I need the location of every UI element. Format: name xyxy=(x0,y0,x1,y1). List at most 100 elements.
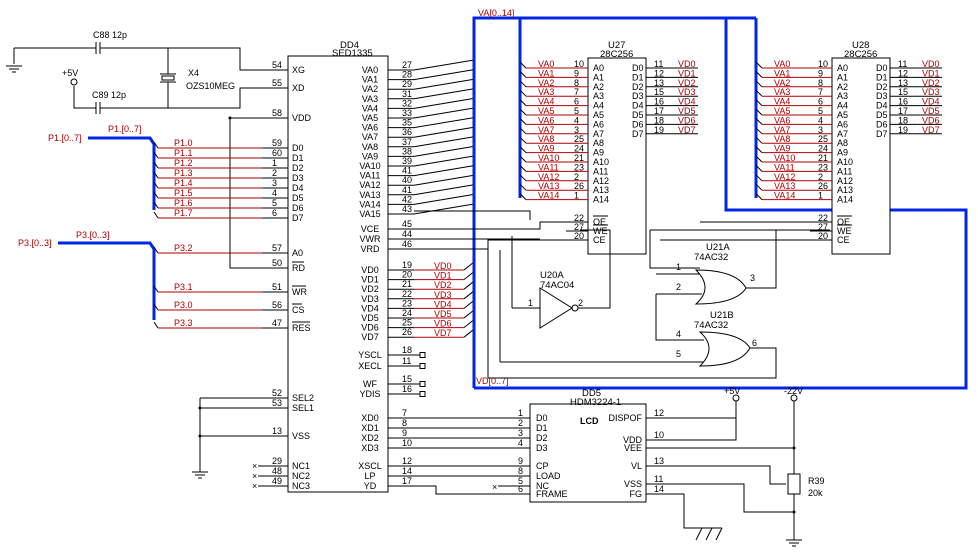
dd4-pin-num: 24 xyxy=(402,308,412,318)
ram-data-pin-num: 17 xyxy=(898,106,908,116)
dd4-pin-name: VD6 xyxy=(361,323,379,333)
u20a-ref: U20A xyxy=(540,270,564,281)
dd4-pin-num: 46 xyxy=(402,239,412,249)
ram-addr-net: VA11 xyxy=(774,162,795,172)
ram-addr-pin-num: 3 xyxy=(818,125,823,135)
ram-ctrl-pin-num: 27 xyxy=(818,222,828,232)
ram-addr-net: VA5 xyxy=(774,106,790,116)
ram-bus-entry xyxy=(519,99,527,106)
ram-addr-net: VA9 xyxy=(774,144,790,154)
dd5-pin-num: 13 xyxy=(654,456,664,466)
ram-ctrl-pin-num: 27 xyxy=(574,222,584,232)
ram-addr-net: VA6 xyxy=(774,115,790,125)
r39-value: 20k xyxy=(808,488,823,498)
ram-addr-net: VA12 xyxy=(774,172,795,182)
ram-data-pin-name: D4 xyxy=(876,101,888,111)
ram-addr-pin-name: A9 xyxy=(593,148,604,158)
dd4-pin-name: VA9 xyxy=(362,151,378,161)
dd5-pin-name: FRAME xyxy=(536,489,568,499)
ram-addr-net: VA9 xyxy=(538,144,554,154)
dd4-pin-num: 25 xyxy=(402,318,412,328)
dd4-pin-num: 12 xyxy=(402,456,412,466)
ram-addr-pin-num: 26 xyxy=(574,181,584,191)
ram-data-pin-num: 18 xyxy=(654,115,664,125)
ram-addr-net: VA5 xyxy=(538,106,554,116)
dd4-pin-name: VA0 xyxy=(362,65,378,75)
dd4-pin-num: 47 xyxy=(272,318,282,328)
p-net-wires: P1.0P1.1P1.2P1.3P1.4P1.5P1.6P1.7P3.2P3.1… xyxy=(153,138,262,329)
dd4-pin-num: 50 xyxy=(272,258,282,268)
ram-addr-pin-num: 7 xyxy=(818,87,823,97)
ram-ctrl-pin-name: WE xyxy=(593,226,608,236)
ram-ctrl-pin-name: WE xyxy=(837,226,852,236)
ram-addr-net: VA14 xyxy=(774,191,795,201)
ram-data-pin-num: 15 xyxy=(654,87,664,97)
dd5-pin-num: 8 xyxy=(518,466,523,476)
ram-ctrl-pin-num: 20 xyxy=(574,231,584,241)
dd4-ground-section: ××× xyxy=(192,397,262,491)
ram-addr-net: VA2 xyxy=(538,78,554,88)
ram-addr-pin-name: A2 xyxy=(837,82,848,92)
c88-label: C88 12p xyxy=(93,30,127,40)
p-bus-entry xyxy=(153,303,159,311)
dd4-pin-name: VA15 xyxy=(359,209,380,219)
dd4-pin-num: 57 xyxy=(272,243,282,253)
ram-addr-pin-name: A2 xyxy=(593,82,604,92)
svg-text:×: × xyxy=(252,461,257,471)
dd5-pin-name: D2 xyxy=(536,433,548,443)
dd4-pin-num: 44 xyxy=(402,229,412,239)
dd4-pin-num: 8 xyxy=(402,418,407,428)
ram-addr-pin-name: A11 xyxy=(593,166,608,176)
p-bus-entry xyxy=(153,246,159,254)
dd4-pin-num: 9 xyxy=(402,428,407,438)
x4-label: X4 xyxy=(188,68,199,78)
va-bus-entry xyxy=(413,174,475,186)
dd4-pin-name: D5 xyxy=(292,193,304,203)
p-net-label: P1.5 xyxy=(174,188,193,198)
ram-data-net: VD0 xyxy=(678,59,696,69)
dd4-pin-name: XD0 xyxy=(361,413,379,423)
ram-addr-pin-num: 8 xyxy=(818,78,823,88)
ram-bus-entry xyxy=(519,193,527,200)
svg-text:×: × xyxy=(492,482,497,492)
ram-data-pin-name: D7 xyxy=(876,129,888,139)
ram-addr-pin-num: 9 xyxy=(574,68,579,78)
dd4-pin-num: 18 xyxy=(402,345,412,355)
u21a-part: 74AC32 xyxy=(694,252,728,263)
dd4-pin-name: VA4 xyxy=(362,103,378,113)
ram-addr-pin-name: A5 xyxy=(837,110,848,120)
dd4-pin-name: D0 xyxy=(292,143,304,153)
p-bus-entry xyxy=(153,191,159,199)
nc-terminal-icon xyxy=(419,391,426,397)
ram-addr-pin-name: A10 xyxy=(593,157,609,167)
vd-net-label: VD0 xyxy=(434,261,452,271)
dd4-pin-num: 29 xyxy=(402,79,412,89)
u21a-ref: U21A xyxy=(706,242,730,253)
svg-text:×: × xyxy=(252,471,257,481)
dd4-pin-name: VA1 xyxy=(362,75,378,85)
dd4-pin-num: 19 xyxy=(402,260,412,270)
dd4-pin-num: 32 xyxy=(402,98,412,108)
dd4-pin-name: D2 xyxy=(292,163,304,173)
ram-addr-pin-name: A0 xyxy=(593,63,604,73)
p-net-label: P1.6 xyxy=(174,198,193,208)
dd4-pin-num: 35 xyxy=(402,118,412,128)
ram-data-net: VD0 xyxy=(922,59,940,69)
ram-data-net: VD3 xyxy=(922,87,940,97)
ram-bus-entry xyxy=(755,146,763,153)
ram-addr-pin-num: 6 xyxy=(818,97,823,107)
ram-addr-pin-num: 23 xyxy=(574,162,584,172)
dd4-pin-name: XSCL xyxy=(358,461,382,471)
svg-text:1: 1 xyxy=(528,298,533,308)
dd4-pin-name: VA13 xyxy=(359,190,380,200)
dd4-pin-name: VD4 xyxy=(361,303,379,313)
dd5-pin-name: VEE xyxy=(624,443,642,453)
dd4-pin-name: RES xyxy=(292,323,311,333)
dd4-pin-name: D6 xyxy=(292,203,304,213)
dd4-pin-name: VA5 xyxy=(362,113,378,123)
